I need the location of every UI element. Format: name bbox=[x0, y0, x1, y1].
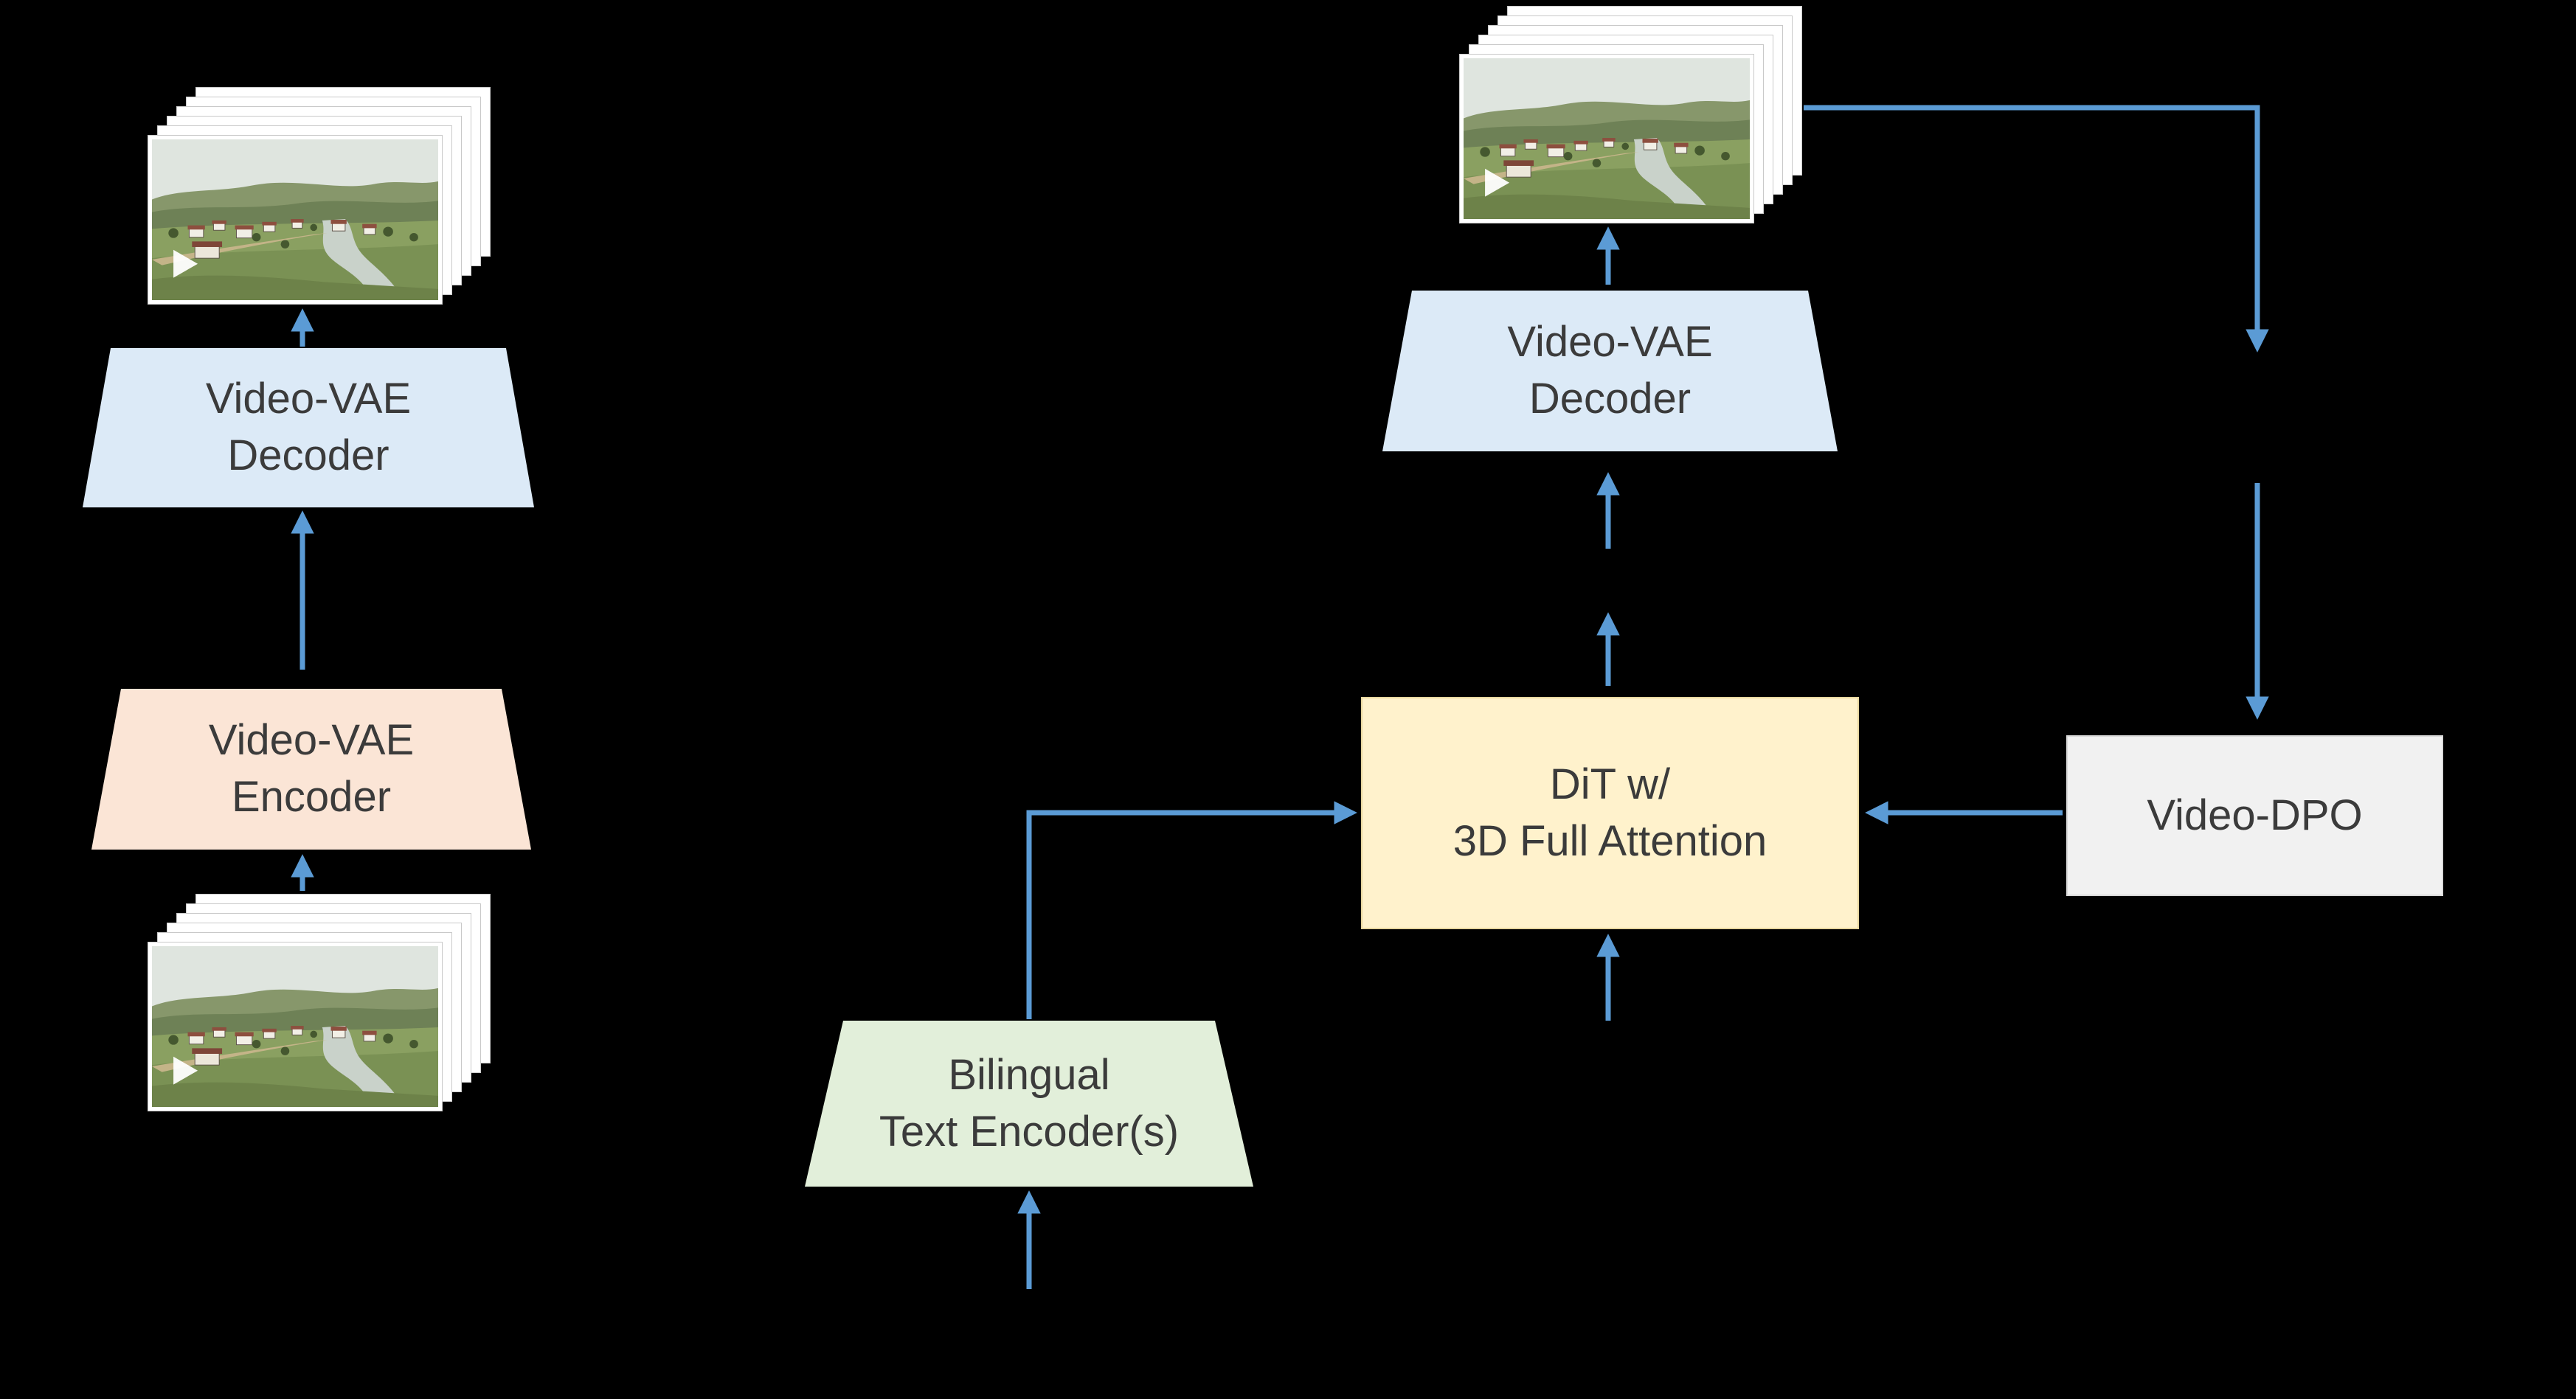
video-vae-encoder: Video-VAE Encoder bbox=[91, 689, 531, 850]
node-label: Bilingual bbox=[948, 1050, 1110, 1099]
arrow-video-to-feedback bbox=[1804, 105, 2269, 353]
dit-3d-full-attention-block: DiT w/ 3D Full Attention bbox=[1361, 697, 1859, 929]
reconstructed-video-stack bbox=[148, 87, 491, 305]
video-thumbnail bbox=[152, 946, 438, 1107]
video-frame-front bbox=[148, 942, 443, 1111]
node-label: Decoder bbox=[1528, 375, 1692, 423]
node-label: Encoder bbox=[231, 773, 392, 821]
video-frame-front bbox=[148, 135, 443, 305]
video-dpo-block: Video-DPO bbox=[2066, 735, 2443, 896]
node-label: Video-DPO bbox=[2147, 791, 2363, 839]
input-video-stack bbox=[148, 894, 491, 1112]
video-vae-decoder-right: Video-VAE Decoder bbox=[1382, 291, 1838, 451]
node-label: 3D Full Attention bbox=[1453, 816, 1767, 865]
video-thumbnail bbox=[152, 139, 438, 300]
video-vae-decoder-left: Video-VAE Decoder bbox=[83, 348, 534, 507]
node-label: Decoder bbox=[227, 431, 389, 479]
node-label: Video-VAE bbox=[1507, 318, 1713, 367]
video-thumbnail bbox=[1464, 58, 1750, 219]
node-label: DiT w/ bbox=[1549, 760, 1671, 808]
node-label: Text Encoder(s) bbox=[879, 1107, 1180, 1156]
bilingual-text-encoder: Bilingual Text Encoder(s) bbox=[805, 1021, 1253, 1187]
generated-video-stack bbox=[1459, 6, 1803, 224]
node-label: Video-VAE bbox=[205, 375, 412, 423]
arrow-text-encoder-to-dit bbox=[1026, 801, 1357, 1019]
video-frame-front bbox=[1459, 54, 1754, 223]
node-label: Video-VAE bbox=[208, 716, 415, 765]
